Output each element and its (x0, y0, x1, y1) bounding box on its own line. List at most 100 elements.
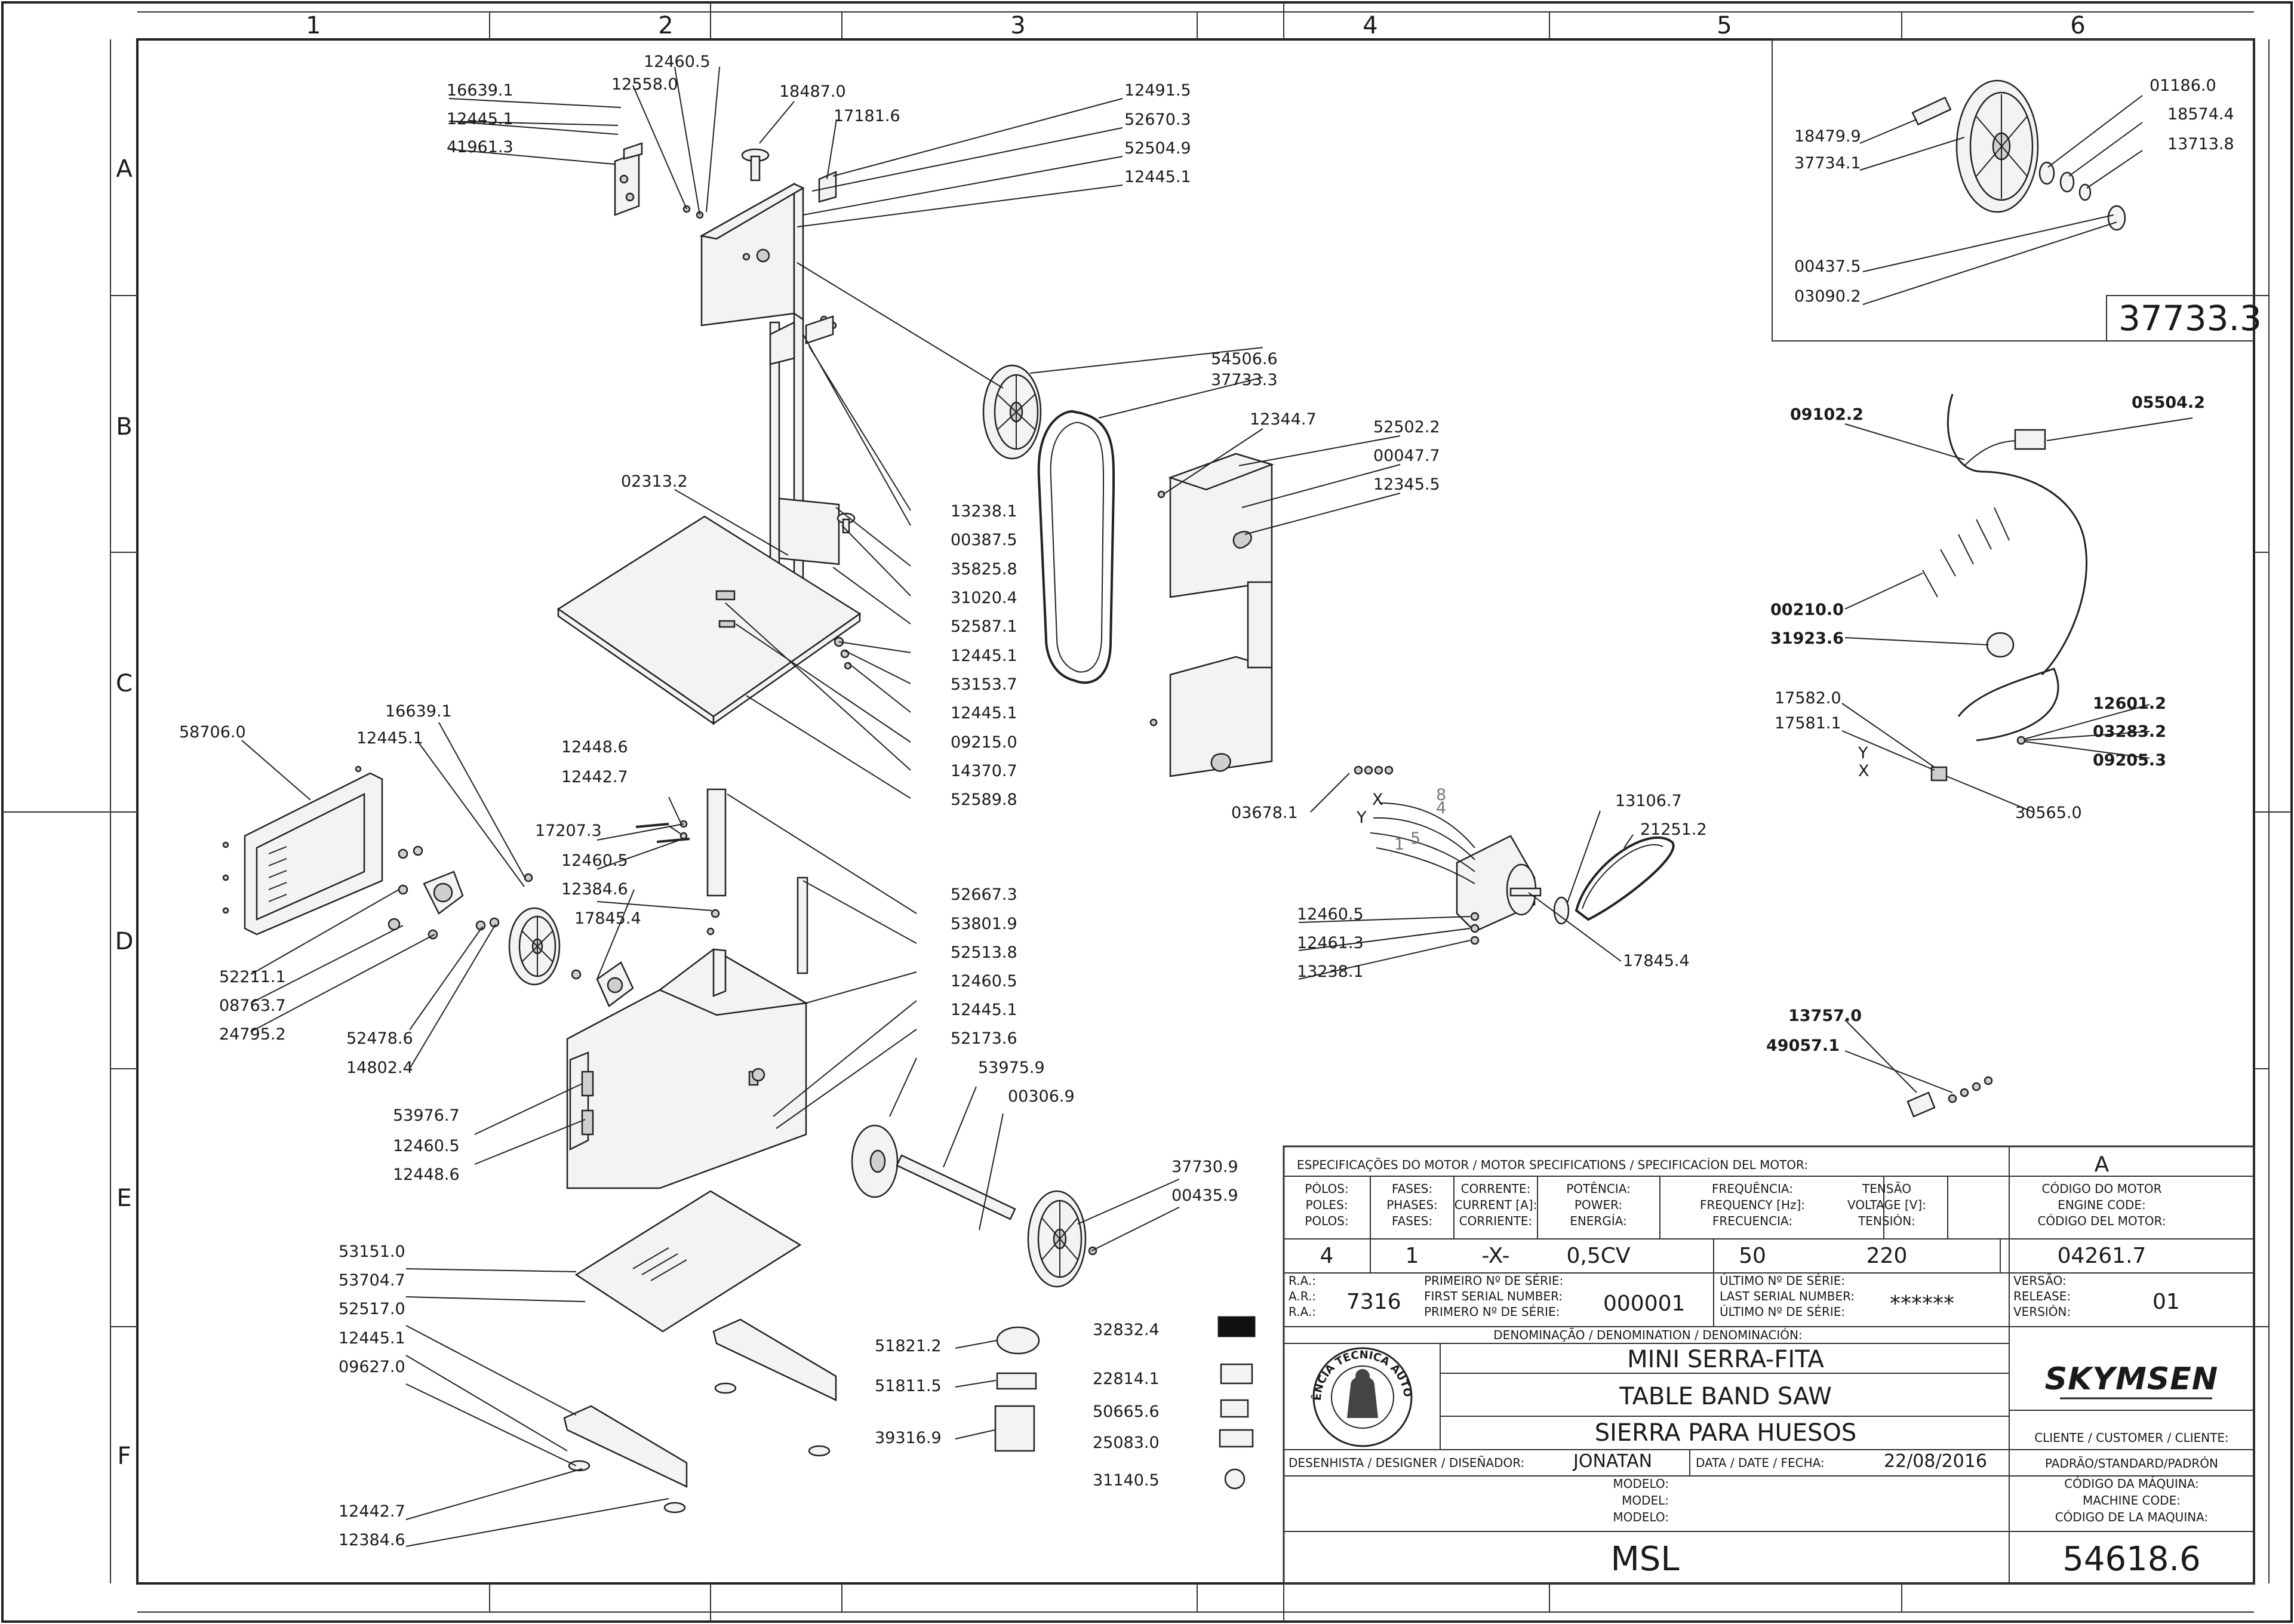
spec-power-l3: ENERGÍA: (1570, 1214, 1627, 1228)
part-label: 31140.5 (1093, 1471, 1160, 1490)
customer-label: CLIENTE / CUSTOMER / CLIENTE: (2034, 1431, 2229, 1445)
part-label: 13238.1 (951, 502, 1017, 521)
wire-label: Y (1858, 744, 1868, 762)
part-label: 12344.7 (1250, 410, 1317, 429)
upper-wheel (982, 364, 1042, 460)
spec-phases-l2: PHASES: (1386, 1198, 1438, 1212)
part-label: 02313.2 (621, 472, 688, 491)
part-label: 21251.2 (1640, 820, 1707, 839)
spec-voltage-l2: VOLTAGE [V]: (1847, 1198, 1926, 1212)
zone-col-3: 3 (1010, 12, 1025, 39)
base-cabinet (563, 948, 837, 1514)
first-serial-value: 000001 (1603, 1291, 1685, 1316)
zone-labels: 1 2 3 4 5 6 A B C D E F (115, 12, 2086, 1470)
first-serial-l3: PRIMERO Nº DE SÉRIE: (1424, 1305, 1560, 1319)
part-label: 37733.3 (1211, 371, 1278, 389)
part-label: 12460.5 (644, 53, 711, 71)
zone-row-f: F (117, 1442, 131, 1470)
part-label: 12601.2 (2093, 694, 2166, 713)
engine-code-l1: CÓDIGO DO MOTOR (2042, 1182, 2162, 1196)
part-label: 18487.0 (779, 82, 846, 101)
spec-power-l2: POWER: (1575, 1198, 1622, 1212)
part-label: 12445.1 (356, 729, 423, 748)
zone-col-5: 5 (1717, 12, 1732, 39)
part-label: 12345.5 (1373, 475, 1440, 494)
part-label: 17845.4 (1623, 952, 1690, 970)
part-label: 52667.3 (951, 885, 1017, 904)
part-label: 17181.6 (834, 107, 900, 125)
rear-panel (222, 765, 383, 936)
spec-frequency-value: 50 (1739, 1244, 1766, 1268)
part-label: 41961.3 (447, 138, 513, 156)
machine-code-label-es: CÓDIGO DE LA MAQUINA: (2055, 1510, 2209, 1524)
spec-power-l1: POTÊNCIA: (1566, 1182, 1631, 1196)
part-label: 05504.2 (2132, 393, 2205, 412)
spec-voltage-l3: TENSIÓN: (1858, 1214, 1915, 1228)
part-label: 12460.5 (951, 972, 1017, 991)
spec-current-l1: CORRENTE: (1461, 1182, 1531, 1196)
part-label: 12460.5 (561, 851, 628, 870)
column-ticks (489, 2, 1902, 1622)
wheel-assembly-box (2106, 295, 2255, 342)
part-label: 12460.5 (1297, 905, 1364, 924)
zone-row-a: A (116, 155, 133, 183)
row-ticks (2, 295, 2292, 1327)
denomination-header: DENOMINAÇÃO / DENOMINATION / DENOMINACIÓ… (1493, 1328, 1802, 1342)
spec-current-l3: CORRIENTE: (1459, 1214, 1533, 1228)
spec-phases-value: 1 (1406, 1244, 1419, 1268)
part-label: 00437.5 (1794, 257, 1861, 276)
part-label: 53704.7 (339, 1271, 405, 1290)
part-label: 53975.9 (978, 1059, 1045, 1077)
wire-label: X (1372, 791, 1383, 809)
spec-poles-l2: POLES: (1305, 1198, 1348, 1212)
part-label: 53153.7 (951, 675, 1017, 694)
wire-label: 1 (1394, 835, 1404, 854)
part-label: 09102.2 (1790, 405, 1864, 424)
part-label: 16639.1 (385, 702, 452, 721)
electrical-harness (1906, 393, 2087, 1118)
motor-assembly (1354, 765, 1675, 945)
part-label: 12460.5 (393, 1137, 460, 1155)
part-labels: 16639.1 12445.1 41961.3 12460.5 12558.0 … (179, 53, 2262, 1549)
part-label: 52502.2 (1373, 418, 1440, 436)
wire-label: 8 (1436, 786, 1446, 804)
part-label: 12445.1 (951, 704, 1017, 722)
version-value: 01 (2152, 1290, 2180, 1314)
part-label: 53976.7 (393, 1106, 460, 1125)
product-name-pt: MINI SERRA-FITA (1627, 1346, 1824, 1373)
wheel-detail-drawing (1911, 79, 2126, 231)
ra-l2: A.R.: (1289, 1289, 1316, 1303)
revision-letter: A (2095, 1152, 2110, 1177)
product-name-en: TABLE BAND SAW (1619, 1383, 1832, 1410)
part-label: 22814.1 (1093, 1370, 1160, 1388)
zone-row-b: B (116, 413, 132, 441)
motor-specs-header: ESPECIFICAÇÕES DO MOTOR / MOTOR SPECIFIC… (1297, 1158, 1808, 1172)
first-serial-l2: FIRST SERIAL NUMBER: (1424, 1289, 1563, 1303)
part-label: 53801.9 (951, 915, 1017, 933)
part-label: 31923.6 (1770, 629, 1844, 648)
version-l1: VERSÃO: (2013, 1274, 2067, 1288)
part-label: 49057.1 (1766, 1036, 1840, 1055)
last-serial-l1: ÚLTIMO Nº DE SÉRIE: (1720, 1274, 1845, 1288)
part-label: 00306.9 (1008, 1087, 1075, 1106)
part-label: 12445.1 (447, 110, 513, 128)
part-label: 32832.4 (1093, 1321, 1160, 1339)
spec-phases-l3: FASES: (1392, 1214, 1432, 1228)
right-side-frame (1149, 453, 1274, 777)
part-label: 12384.6 (339, 1531, 405, 1549)
part-label: 13238.1 (1297, 962, 1364, 981)
part-label: 54506.6 (1211, 350, 1278, 368)
part-label: 50665.6 (1093, 1402, 1160, 1421)
wheel-assembly-code: 37733.3 (2118, 298, 2262, 339)
part-label: 01186.0 (2150, 76, 2216, 95)
part-label: 00047.7 (1373, 447, 1440, 465)
part-label: 12448.6 (393, 1165, 460, 1184)
part-label: 12445.1 (1124, 168, 1191, 186)
spec-phases-l1: FASES: (1392, 1182, 1432, 1196)
engine-code-l3: CÓDIGO DEL MOTOR: (2037, 1214, 2166, 1228)
zone-row-e: E (116, 1185, 131, 1212)
part-label: 00387.5 (951, 531, 1017, 549)
date-value: 22/08/2016 (1884, 1451, 1987, 1472)
part-label: 18574.4 (2167, 105, 2234, 124)
part-label: 12442.7 (561, 768, 628, 786)
